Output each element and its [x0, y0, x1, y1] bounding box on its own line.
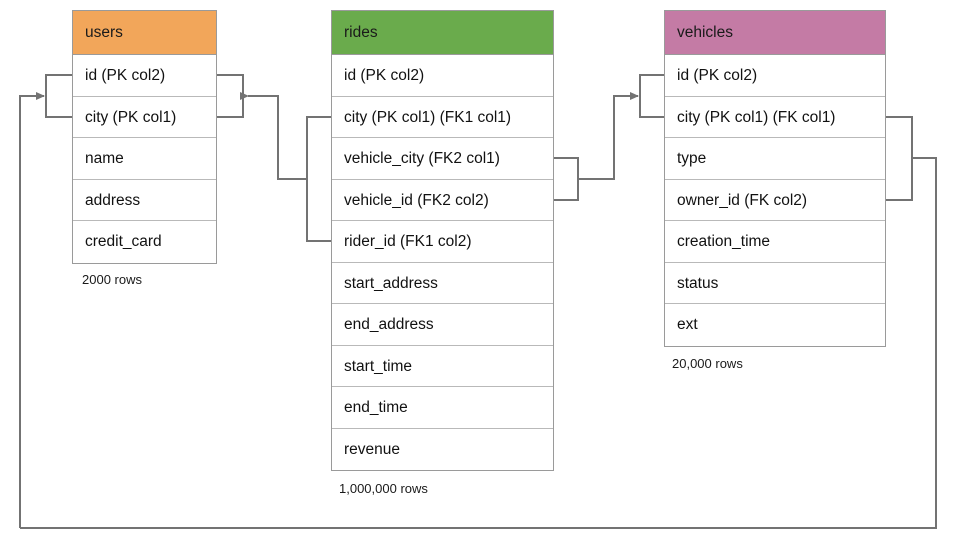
field-rides-start-time[interactable]: start_time: [332, 346, 553, 387]
entity-vehicles-title: vehicles: [665, 11, 885, 55]
entity-users[interactable]: users id (PK col2) city (PK col1) name a…: [72, 10, 217, 264]
edge-rides-fk1-to-users: [217, 74, 331, 242]
field-vehicles-city[interactable]: city (PK col1) (FK col1): [665, 97, 885, 138]
entity-rides-title: rides: [332, 11, 553, 55]
entity-users-title: users: [73, 11, 216, 55]
edge-rides-fk2-to-vehicles: [554, 74, 664, 201]
rowcount-vehicles: 20,000 rows: [672, 356, 743, 371]
field-rides-end-time[interactable]: end_time: [332, 387, 553, 429]
field-vehicles-creation-time[interactable]: creation_time: [665, 221, 885, 263]
field-users-name[interactable]: name: [73, 138, 216, 180]
field-rides-vehicle-city[interactable]: vehicle_city (FK2 col1): [332, 138, 553, 180]
field-users-id[interactable]: id (PK col2): [73, 55, 216, 97]
field-users-address[interactable]: address: [73, 180, 216, 221]
field-rides-rider-id[interactable]: rider_id (FK1 col2): [332, 221, 553, 263]
field-vehicles-owner-id[interactable]: owner_id (FK col2): [665, 180, 885, 221]
field-vehicles-status[interactable]: status: [665, 263, 885, 304]
field-rides-id[interactable]: id (PK col2): [332, 55, 553, 97]
entity-rides[interactable]: rides id (PK col2) city (PK col1) (FK1 c…: [331, 10, 554, 471]
field-vehicles-id[interactable]: id (PK col2): [665, 55, 885, 97]
entity-vehicles[interactable]: vehicles id (PK col2) city (PK col1) (FK…: [664, 10, 886, 347]
field-rides-revenue[interactable]: revenue: [344, 440, 401, 458]
field-rides-start-address[interactable]: start_address: [332, 263, 553, 304]
edge-vehicles-to-users: [19, 74, 72, 528]
rowcount-rides: 1,000,000 rows: [339, 481, 428, 496]
field-rides-vehicle-id[interactable]: vehicle_id (FK2 col2): [332, 180, 553, 221]
field-vehicles-type[interactable]: type: [665, 138, 885, 180]
field-rides-city[interactable]: city (PK col1) (FK1 col1): [332, 97, 553, 138]
field-users-city[interactable]: city (PK col1): [73, 97, 216, 138]
field-vehicles-ext[interactable]: ext: [677, 316, 698, 333]
field-users-credit-card[interactable]: credit_card: [85, 233, 162, 250]
field-rides-end-address[interactable]: end_address: [332, 304, 553, 346]
rowcount-users: 2000 rows: [82, 272, 142, 287]
